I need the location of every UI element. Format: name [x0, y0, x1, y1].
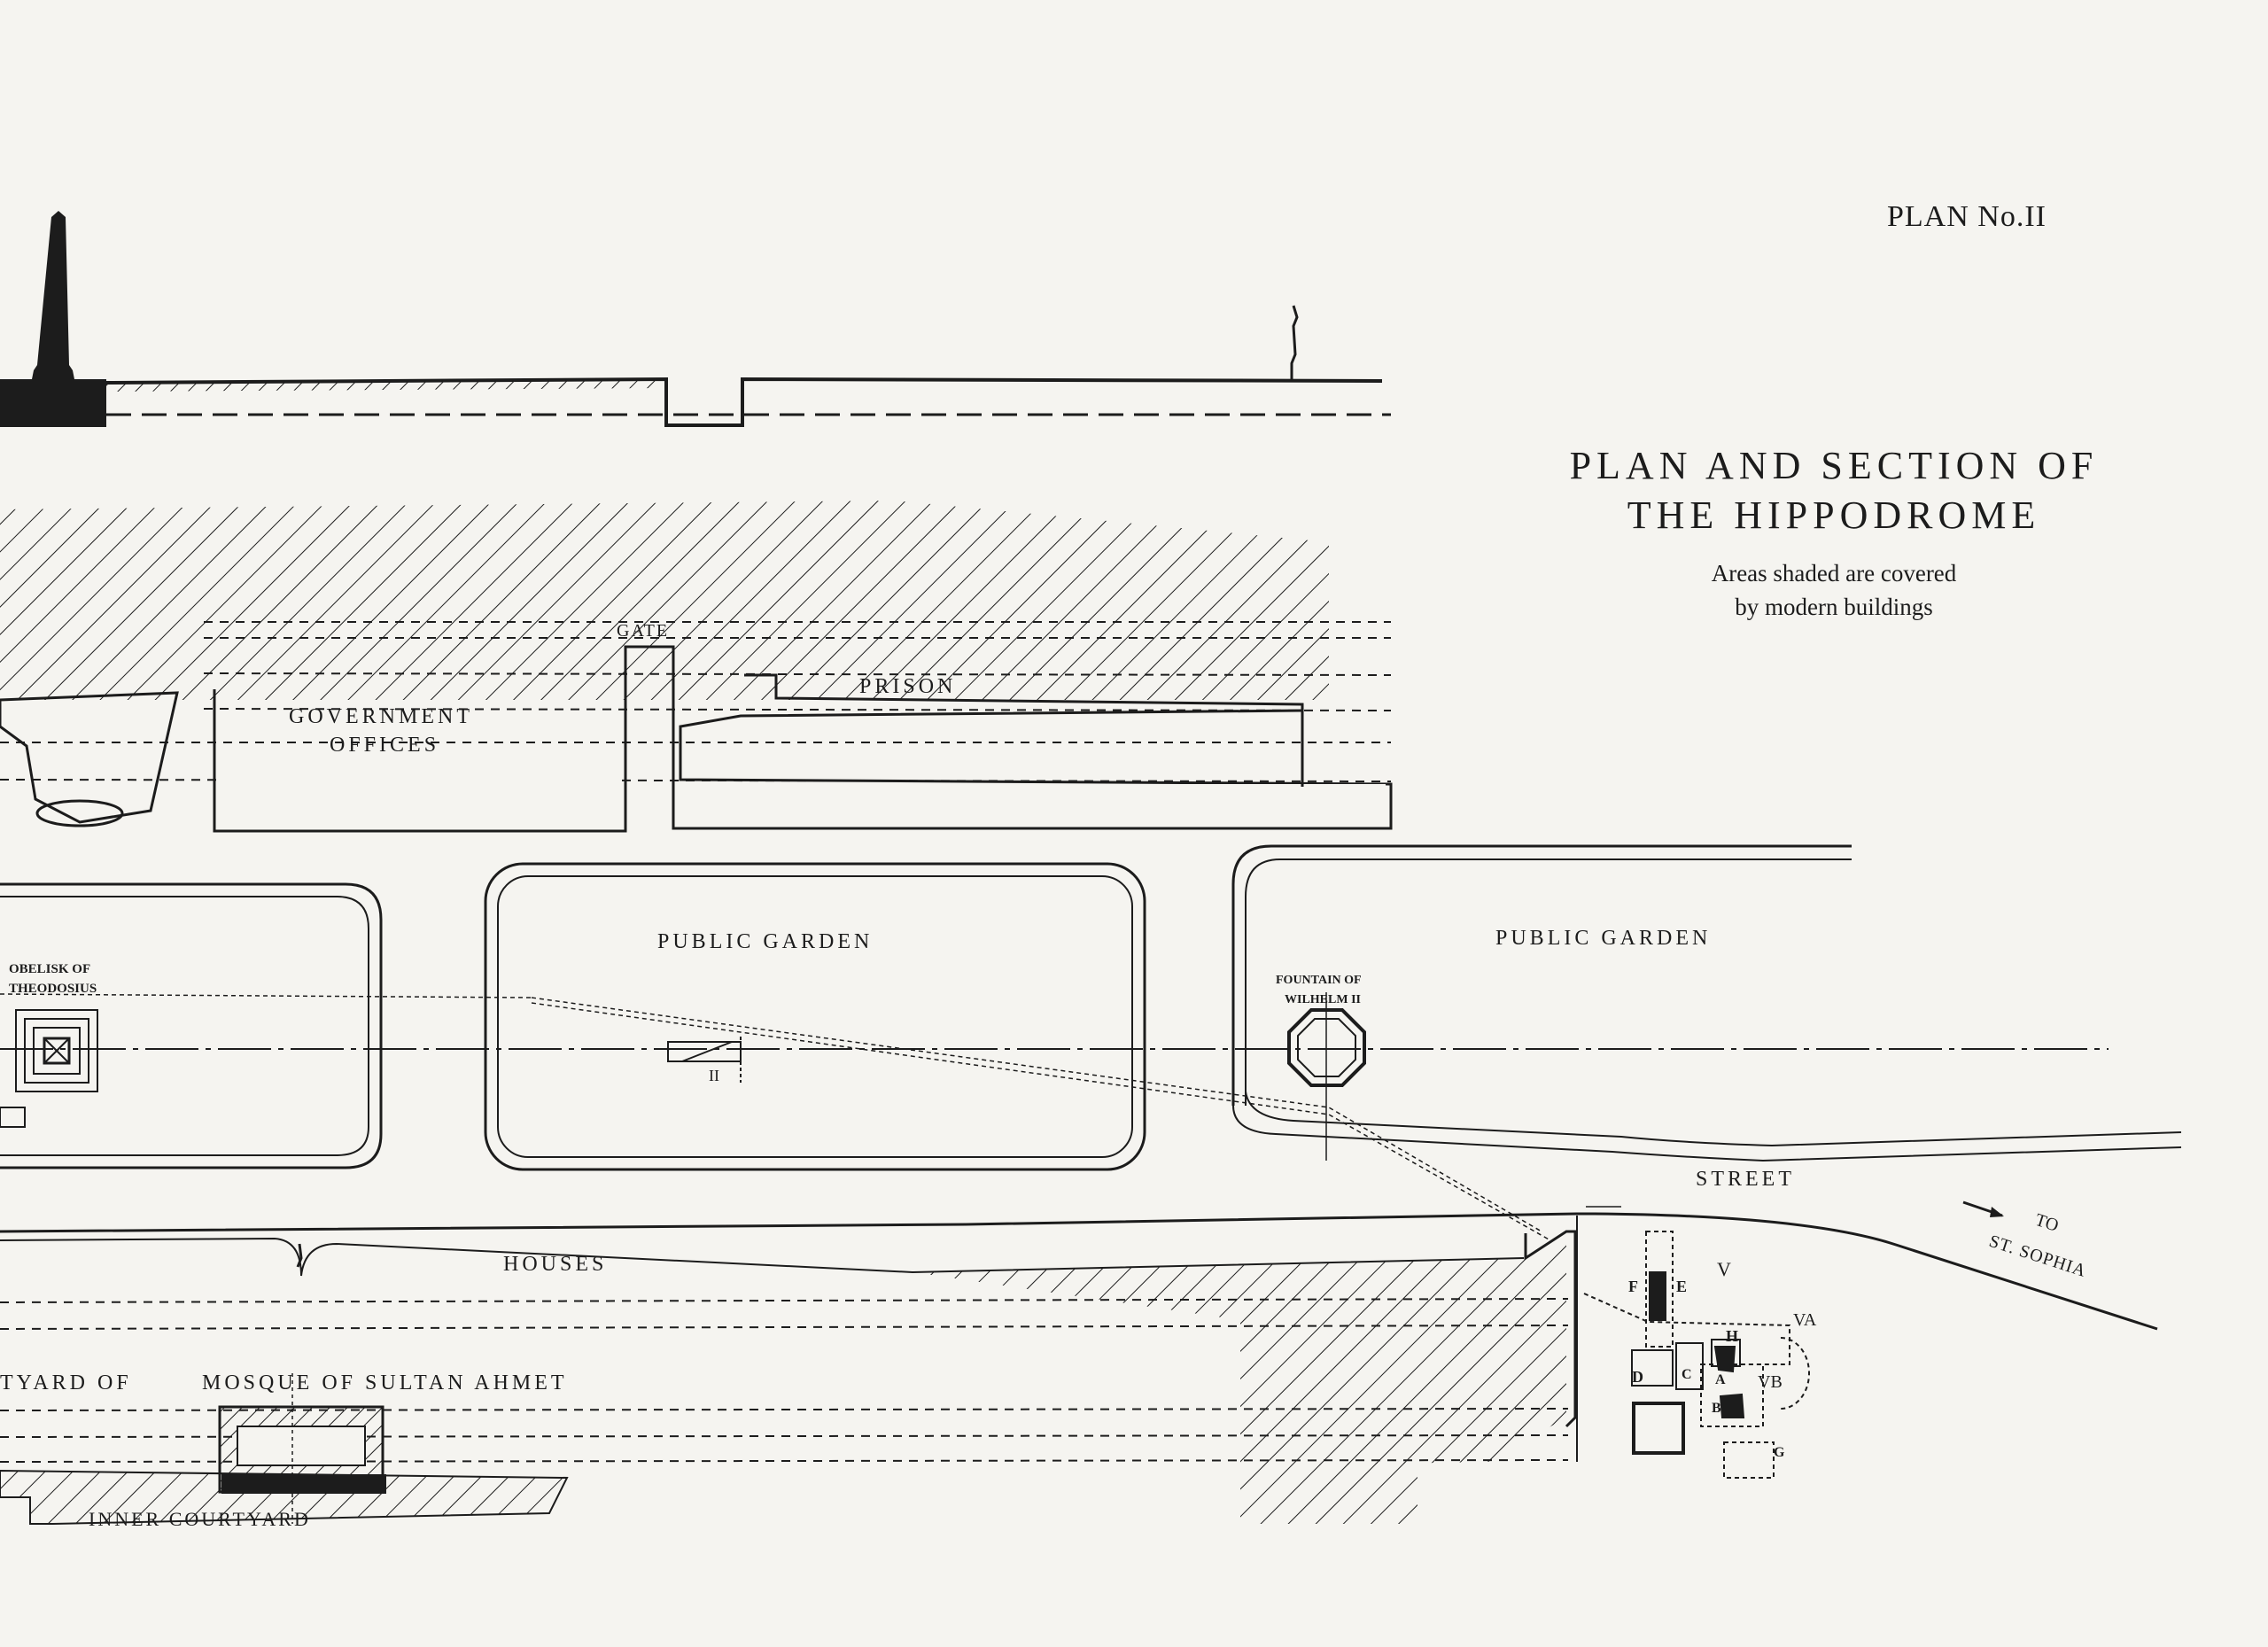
garden-east: [1231, 844, 1852, 1106]
map-legend-note: Areas shaded are covered by modern build…: [1630, 556, 2038, 624]
prison-outline: [744, 673, 1304, 787]
map-title-line-1: PLAN AND SECTION OF: [1569, 444, 2099, 487]
garden-west: [0, 882, 383, 1169]
section-ground-line: [105, 377, 1383, 427]
plan-number: PLAN No.II: [1887, 200, 2047, 233]
government-offices-block: [213, 645, 1393, 833]
label-b: B: [1712, 1401, 1721, 1416]
label-st-sophia: ST. SOPHIA: [1986, 1231, 2088, 1281]
marker-ii-icon: [667, 1037, 742, 1083]
label-g: G: [1774, 1445, 1785, 1460]
garden-central: [484, 862, 1146, 1171]
label-e: E: [1676, 1278, 1687, 1295]
hippodrome-gardens: [0, 844, 2182, 1171]
label-marker-ii: II: [709, 1067, 719, 1084]
label-houses: HOUSES: [503, 1253, 607, 1276]
street-north-edge: [1232, 1105, 2182, 1162]
label-va: VA: [1793, 1310, 1817, 1330]
label-street: STREET: [1696, 1168, 1795, 1191]
label-gate: GATE: [617, 621, 669, 641]
mosque-plan: [0, 1373, 569, 1525]
label-public-garden-2: PUBLIC GARDEN: [1495, 927, 1711, 950]
label-h: H: [1726, 1327, 1738, 1345]
legend-note-line-2: by modern buildings: [1735, 594, 1933, 620]
modern-buildings-south: [0, 1230, 1577, 1524]
label-public-garden-1: PUBLIC GARDEN: [657, 930, 873, 953]
label-to: TO: [2032, 1210, 2061, 1236]
arrow-right-icon: [1962, 1200, 2004, 1217]
obelisk-section-icon: [0, 211, 106, 427]
excavation-area: [1583, 1206, 1810, 1479]
map-title: PLAN AND SECTION OF THE HIPPODROME: [1488, 441, 2179, 540]
label-fountain-1: FOUNTAIN OF: [1276, 974, 1362, 987]
label-government: GOVERNMENT: [289, 705, 473, 728]
tree-icon: [296, 1243, 303, 1268]
label-d: D: [1632, 1368, 1643, 1386]
label-courtyard-of: TYARD OF: [0, 1371, 132, 1395]
modern-buildings-north: [0, 501, 1393, 833]
label-prison: PRISON: [859, 675, 956, 698]
label-mosque: MOSQUE OF SULTAN AHMET: [202, 1371, 568, 1395]
label-c: C: [1682, 1367, 1692, 1382]
column-section-icon: [1290, 305, 1299, 379]
label-f: F: [1628, 1278, 1638, 1295]
legend-note-line-1: Areas shaded are covered: [1711, 560, 1957, 587]
label-obelisk-1: OBELISK OF: [9, 962, 90, 976]
label-inner-courtyard: INNER COURTYARD: [89, 1508, 311, 1530]
map-title-line-2: THE HIPPODROME: [1627, 493, 2041, 537]
label-obelisk-2: THEODOSIUS: [9, 982, 97, 996]
street-south: [0, 1212, 2158, 1462]
section-hatched-ground: [106, 379, 666, 392]
label-fountain-2: WILHELM II: [1285, 993, 1361, 1006]
label-v: V: [1717, 1258, 1731, 1280]
hippodrome-section: [0, 211, 1391, 427]
label-vb: VB: [1758, 1372, 1783, 1392]
fountain-plan-icon: [1287, 992, 1366, 1161]
label-offices: OFFICES: [330, 734, 439, 757]
label-a: A: [1715, 1372, 1726, 1387]
obelisk-plan-icon: [0, 1009, 98, 1128]
